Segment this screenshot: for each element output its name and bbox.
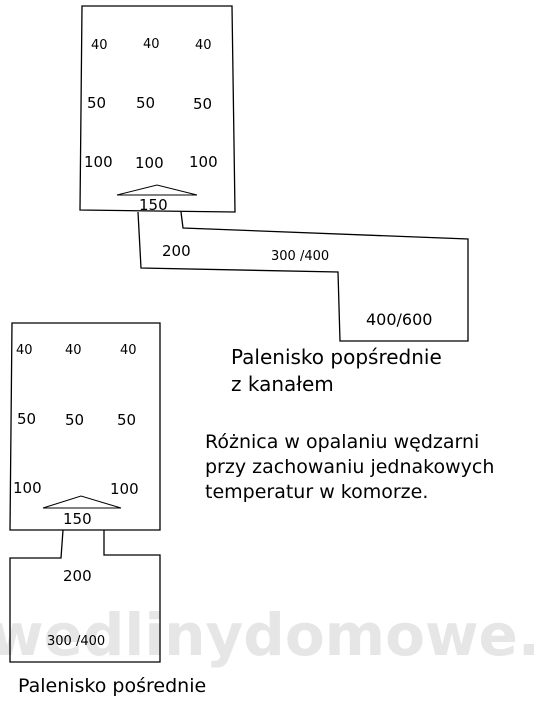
comparison-note: Różnica w opalaniu wędzarni przy zachowa…: [205, 431, 494, 503]
top-temp-r2-c1: 50: [87, 94, 106, 112]
top-temp-r2-c3: 50: [193, 95, 212, 113]
top-temp-r1-c2: 40: [143, 37, 160, 52]
bottom-temp-r3-c1: 100: [13, 479, 42, 497]
top-temp-r3-c2: 100: [135, 154, 164, 172]
bottom-temp-r1-c2: 40: [65, 343, 82, 358]
top-channel-far-temp: 300 /400: [271, 249, 329, 264]
top-temp-r3-c3: 100: [189, 153, 218, 171]
top-deflector-triangle: [116, 184, 198, 196]
top-caption-line1: Palenisko popśrednie: [231, 345, 442, 369]
note-line2: przy zachowaniu jednakowych: [205, 456, 494, 478]
top-smoking-chamber: [79, 5, 236, 213]
top-firebox-temp: 400/600: [366, 310, 432, 329]
bottom-temp-r3-c2: 100: [110, 480, 139, 498]
watermark: wedlinydomowe.pl: [0, 601, 541, 669]
bottom-smoking-chamber: [9, 322, 161, 531]
top-channel-temp: 200: [162, 242, 191, 260]
bottom-firebox: [9, 529, 161, 663]
bottom-firebox-temp-bottom: 300 /400: [47, 634, 105, 649]
note-line3: temperatur w komorze.: [205, 481, 428, 503]
bottom-firebox-temp-top: 200: [63, 567, 92, 585]
top-temp-r3-c1: 100: [84, 153, 113, 171]
bottom-temp-r2-c3: 50: [117, 411, 136, 429]
bottom-deflector-triangle: [42, 495, 122, 509]
top-channel-firebox: [137, 211, 469, 342]
bottom-caption: Palenisko pośrednie: [18, 675, 206, 697]
top-caption-line2: z kanałem: [231, 372, 334, 396]
bottom-temp-r1-c3: 40: [120, 343, 137, 358]
top-temp-r1-c3: 40: [195, 38, 212, 53]
bottom-outlet-temp: 150: [63, 510, 92, 528]
top-outlet-temp: 150: [139, 196, 168, 214]
note-line1: Różnica w opalaniu wędzarni: [205, 431, 479, 453]
bottom-temp-r2-c2: 50: [65, 411, 84, 429]
bottom-temp-r1-c1: 40: [16, 343, 33, 358]
bottom-diagram: 40 40 40 50 50 50 100 100 150 200 300 /4…: [9, 322, 206, 697]
top-temp-r1-c1: 40: [91, 38, 108, 53]
bottom-temp-r2-c1: 50: [17, 410, 36, 428]
top-temp-r2-c2: 50: [136, 94, 155, 112]
top-diagram: 40 40 40 50 50 50 100 100 100 150 200 30…: [79, 5, 469, 396]
